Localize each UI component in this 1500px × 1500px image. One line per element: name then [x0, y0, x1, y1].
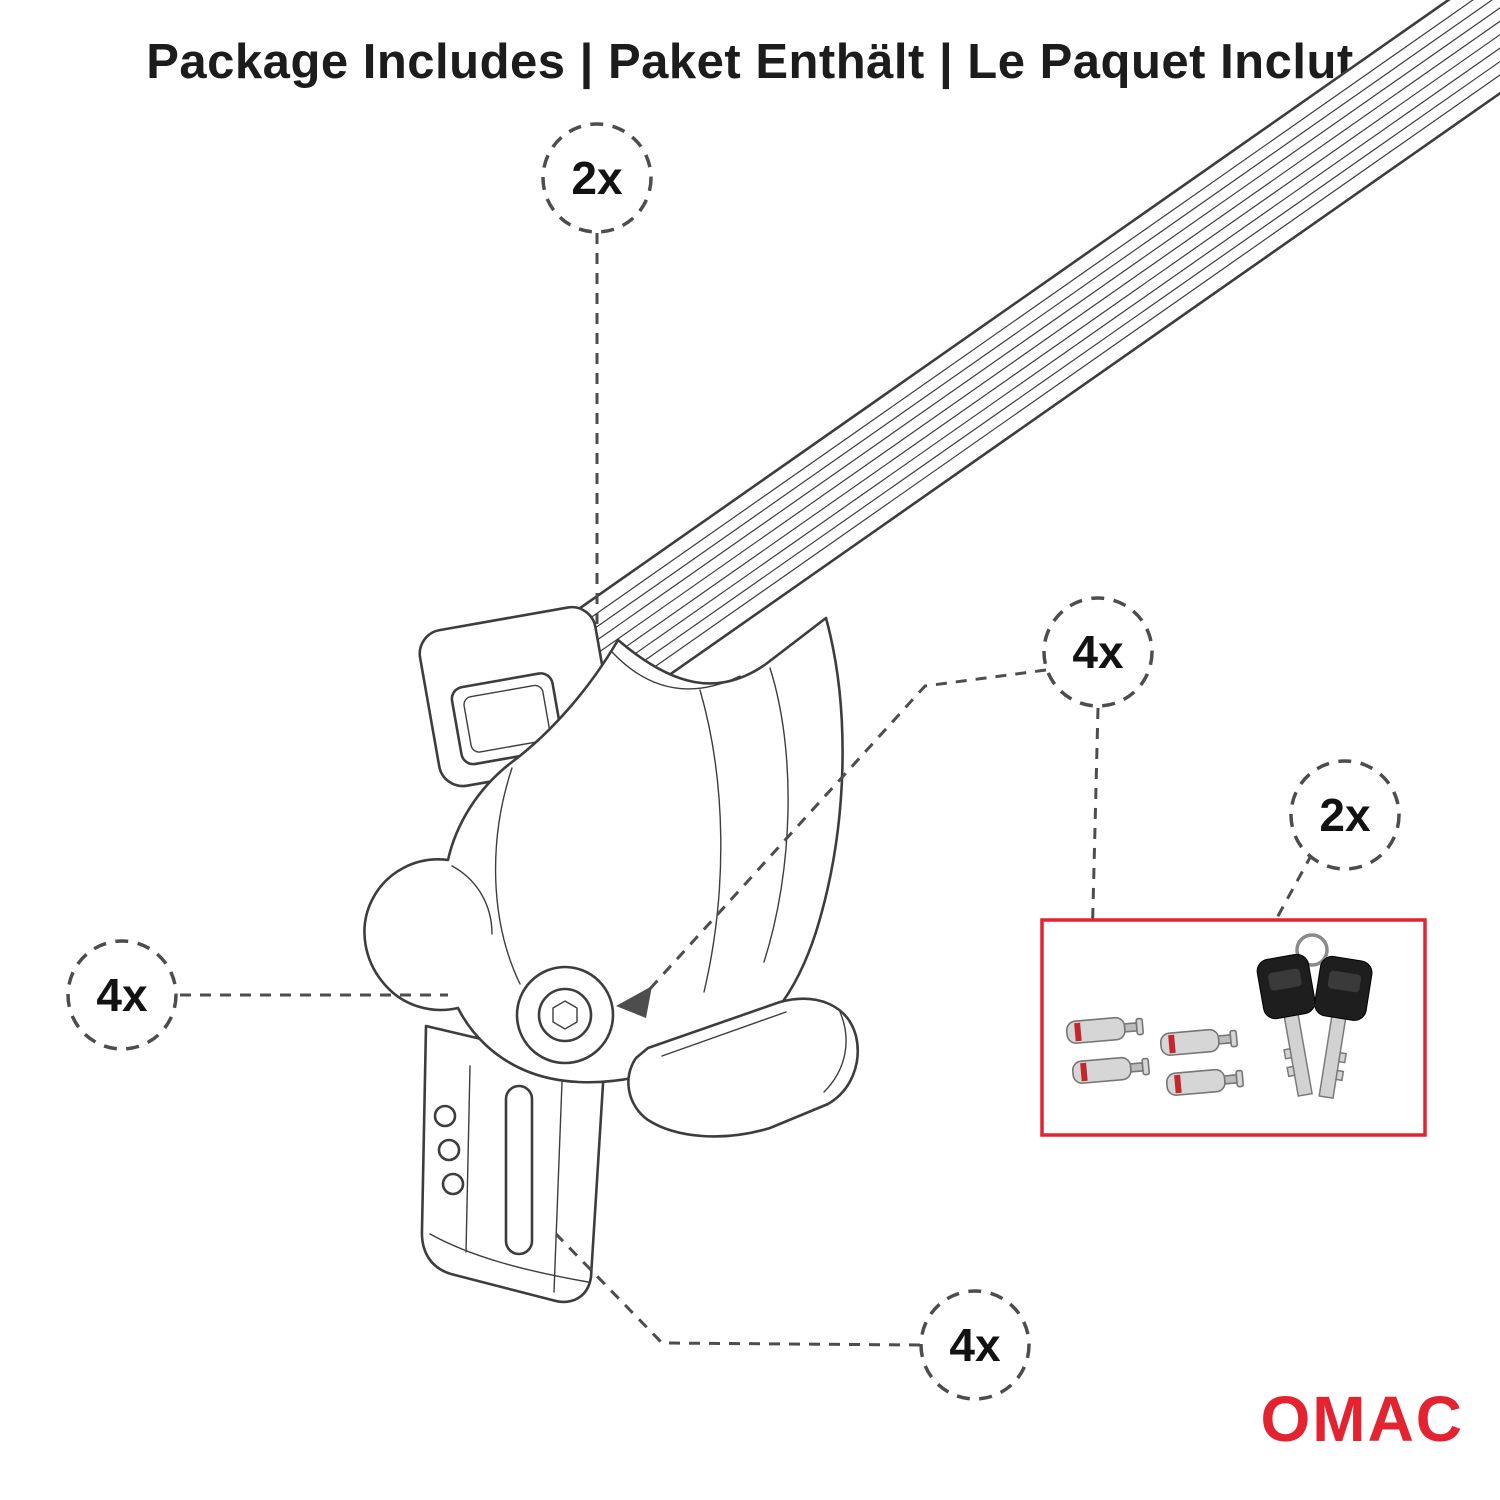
callout-crossbar-qty: 2x	[541, 122, 653, 234]
clamp-fold-line	[429, 1233, 589, 1283]
foot-pad-line	[661, 1011, 787, 1057]
clamp-slot	[504, 1084, 534, 1256]
callout-keys-qty: 2x	[1289, 759, 1401, 871]
callout-circle	[541, 122, 653, 234]
keys-image	[1256, 933, 1373, 1100]
clamp-edge-line	[465, 1065, 471, 1253]
foot-contour	[763, 667, 789, 963]
key	[1314, 955, 1373, 1100]
brand-logo: OMAC	[1260, 1383, 1464, 1455]
foot-contour	[494, 767, 521, 985]
bolt-boss-inner	[537, 987, 593, 1043]
crossbar-rib	[553, 0, 1500, 685]
end-cap-inner-line	[463, 684, 551, 753]
clamp-hole	[441, 1172, 465, 1196]
callout-label: 4x	[949, 1319, 1001, 1371]
callout-clamp-qty: 4x	[919, 1289, 1031, 1401]
lock-cylinder	[1071, 1056, 1151, 1084]
crossbar-rib	[565, 0, 1500, 703]
callout-circle	[1289, 759, 1401, 871]
crossbar-rib	[559, 0, 1500, 694]
end-cap-opening	[450, 672, 564, 766]
crossbar-rib	[578, 0, 1500, 721]
callout-circle	[1042, 596, 1154, 708]
callout-label: 2x	[571, 152, 623, 204]
mounting-foot-drawing	[363, 616, 859, 1138]
lock-cylinders-image	[1065, 1016, 1245, 1096]
small-parts-box	[1040, 918, 1427, 1137]
crossbar-rib	[534, 0, 1500, 658]
clamp-hole	[437, 1138, 461, 1162]
foot-contour	[451, 865, 493, 935]
crossbar-rib	[540, 0, 1500, 667]
lock-cylinder	[1159, 1028, 1239, 1056]
callout-label: 4x	[1072, 626, 1124, 678]
leader-screws	[636, 668, 1047, 1004]
foot-pad	[627, 997, 859, 1138]
lock-cylinder	[1065, 1016, 1145, 1044]
crossbar-rib	[571, 0, 1500, 712]
callout-foot-qty: 4x	[66, 939, 178, 1051]
bolt-hex-socket	[552, 1000, 578, 1030]
lock-cylinder	[1165, 1068, 1245, 1096]
clamp-bracket-drawing	[420, 1024, 606, 1304]
page-title: Package Includes | Paket Enthält | Le Pa…	[146, 35, 1354, 89]
foot-contour	[611, 651, 741, 690]
callout-circle	[919, 1289, 1031, 1401]
key-ring	[1295, 933, 1329, 967]
clamp-edge-line	[553, 1081, 563, 1293]
clamp-hole	[433, 1104, 457, 1128]
leader-clamp	[554, 1232, 921, 1347]
callout-label: 2x	[1319, 789, 1371, 841]
callout-circle	[66, 939, 178, 1051]
callout-locks-qty: 4x	[1042, 596, 1154, 708]
foot-body	[363, 616, 844, 1084]
callout-label: 4x	[96, 969, 148, 1021]
foot-pad-line	[823, 1011, 847, 1093]
crossbar-drawing	[521, 0, 1500, 736]
foot-contour	[699, 689, 722, 993]
crossbar-rib	[546, 0, 1500, 676]
key	[1256, 953, 1316, 1097]
leader-screws-arrow	[616, 986, 652, 1018]
